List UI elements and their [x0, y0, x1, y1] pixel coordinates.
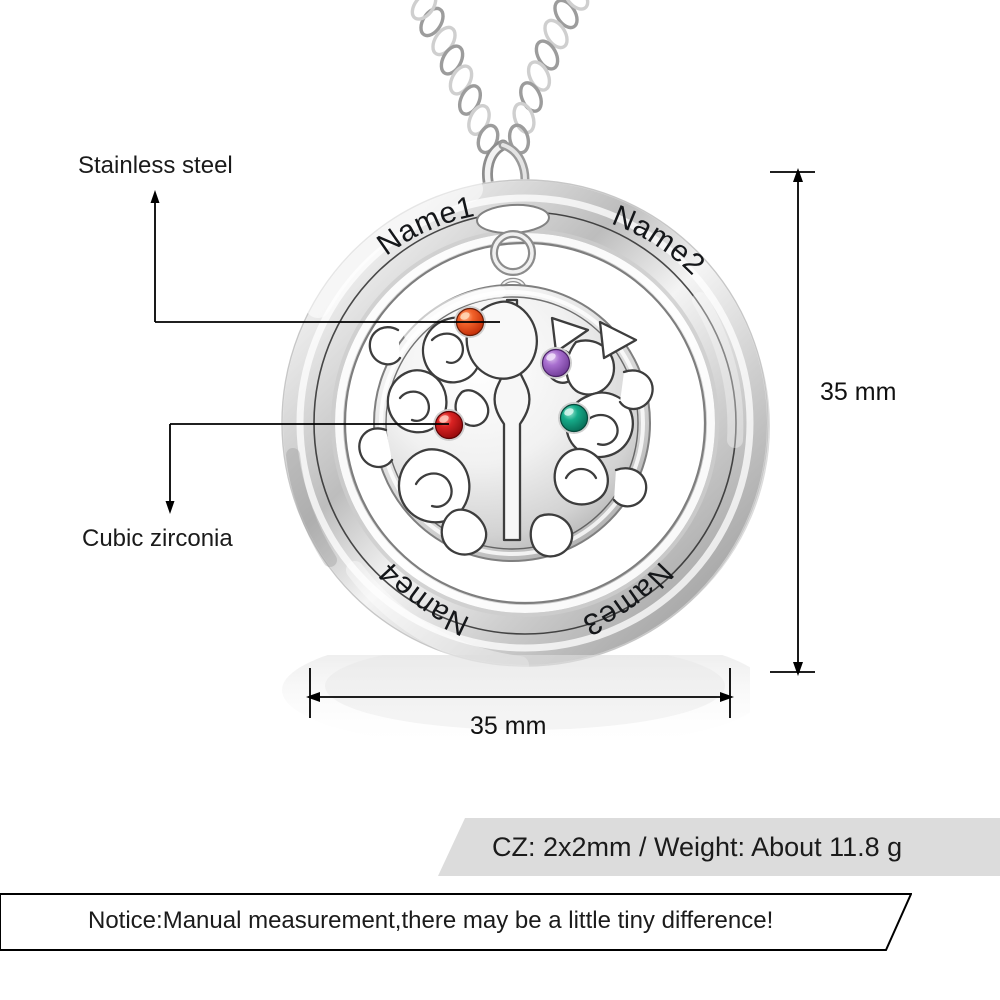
- notice-bar-outline: [0, 893, 912, 951]
- engraved-name-2: Name2: [608, 199, 711, 281]
- birthstone-purple[interactable]: [540, 347, 572, 379]
- necklace-bail: [482, 139, 530, 234]
- svg-text:Name4: Name4: [372, 556, 474, 642]
- spec-banner: CZ: 2x2mm / Weight: About 11.8 g: [438, 818, 1000, 876]
- engraved-name-1: Name1: [371, 190, 477, 262]
- dimension-lines: [306, 168, 815, 718]
- svg-text:Name1: Name1: [371, 190, 477, 262]
- annotation-label-cubic-zirconia: Cubic zirconia: [82, 525, 233, 552]
- spec-banner-text: CZ: 2x2mm / Weight: About 11.8 g: [492, 831, 903, 862]
- svg-text:Name2: Name2: [608, 199, 711, 281]
- dimension-horizontal: [306, 668, 734, 718]
- dimension-label-horizontal: 35 mm: [470, 712, 547, 740]
- annotation-label-stainless-steel: Stainless steel: [78, 152, 233, 179]
- dimension-label-vertical: 35 mm: [820, 378, 897, 406]
- leader-cubic-zirconia: [165, 423, 449, 514]
- birthstone-green[interactable]: [558, 402, 590, 434]
- outer-engraved-ring: [281, 176, 770, 674]
- tree-of-life-disc: [358, 284, 654, 562]
- leader-stainless-steel: [150, 190, 500, 323]
- birthstones-group: [433, 306, 590, 441]
- birthstone-red[interactable]: [433, 409, 465, 441]
- engraved-name-4: Name4: [372, 556, 473, 642]
- notice-bar-text: Notice:Manual measurement,there may be a…: [88, 907, 774, 934]
- notice-bar: Notice:Manual measurement,there may be a…: [0, 893, 912, 951]
- necklace-chain: [410, 0, 590, 155]
- birthstone-orange-red[interactable]: [454, 306, 486, 338]
- tree-of-life-motif: [358, 298, 654, 558]
- annotation-leader-lines: [150, 190, 500, 514]
- svg-text:Name3: Name3: [578, 556, 680, 642]
- dimension-vertical: [770, 168, 815, 676]
- engraved-name-3: Name3: [578, 556, 679, 642]
- jump-ring: [490, 230, 536, 299]
- engraved-names-group: Name1 Name2 Name3 Name4: [371, 190, 711, 642]
